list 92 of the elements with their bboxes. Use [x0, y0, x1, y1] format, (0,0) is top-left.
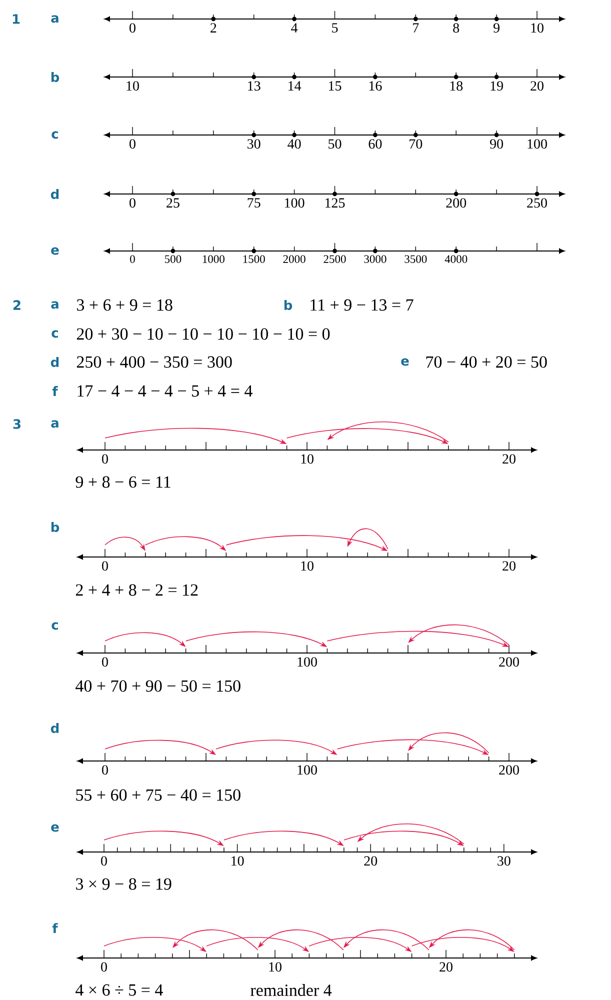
part-letter: b: [51, 72, 60, 82]
part-letter: a: [51, 301, 58, 309]
tick-label: 14: [288, 81, 302, 90]
equation: 3 + 6 + 9 = 18: [77, 299, 172, 311]
tick-label: 100: [298, 657, 317, 667]
tick-label: 0: [101, 962, 107, 972]
equation: 3 × 9 − 8 = 19: [76, 878, 172, 890]
tick-label: 90: [490, 139, 504, 149]
tick-label: 5: [332, 23, 338, 32]
tick-label: 20: [530, 81, 544, 91]
part-letter: d: [50, 356, 59, 368]
part-letter: b: [51, 522, 60, 532]
tick-label: 20: [364, 856, 378, 866]
tick-label: 100: [528, 139, 547, 149]
tick-label: 10: [269, 962, 282, 972]
equation: remainder 4: [250, 984, 332, 996]
tick-label: 30: [498, 856, 510, 866]
part-letter: e: [51, 247, 59, 255]
part-letter: a: [51, 15, 58, 23]
part-letter: c: [52, 622, 58, 630]
part-letter: b: [284, 300, 292, 310]
tick-label: 25: [166, 198, 180, 208]
tick-label: 19: [490, 81, 503, 91]
tick-label: 4: [291, 23, 298, 32]
tick-label: 16: [369, 81, 382, 91]
tick-label: 0: [102, 657, 108, 667]
tick-label: 0: [130, 198, 136, 208]
tick-label: 0: [102, 765, 108, 775]
equation: 55 + 60 + 75 − 40 = 150: [76, 789, 240, 801]
part-letter: d: [50, 188, 59, 200]
question-number: 2: [14, 300, 20, 310]
equation: 4 × 6 ÷ 5 = 4: [76, 984, 163, 996]
tick-label: 200: [446, 198, 466, 208]
tick-label: 10: [531, 23, 544, 33]
tick-label: 20: [502, 561, 516, 571]
tick-label: 18: [450, 81, 463, 91]
tick-label: 1500: [243, 255, 265, 263]
equation: 70 − 40 + 20 = 50: [426, 356, 547, 368]
tick-label: 10: [301, 561, 314, 571]
tick-label: 3500: [404, 255, 427, 263]
tick-label: 40: [288, 139, 301, 149]
tick-label: 1000: [202, 255, 224, 263]
tick-label: 2: [210, 23, 216, 32]
tick-label: 10: [301, 454, 314, 464]
tick-label: 0: [130, 139, 136, 149]
tick-label: 2500: [324, 255, 346, 263]
tick-label: 0: [130, 255, 135, 263]
tick-label: 0: [102, 454, 108, 464]
tick-label: 100: [298, 765, 317, 775]
tick-label: 15: [328, 81, 342, 91]
question-number: 3: [13, 419, 20, 429]
tick-label: 50: [328, 139, 342, 149]
part-letter: d: [50, 722, 59, 734]
equation: 2 + 4 + 8 − 2 = 12: [76, 584, 198, 596]
tick-label: 0: [130, 23, 136, 33]
tick-label: 200: [499, 657, 519, 667]
tick-label: 100: [285, 198, 304, 208]
part-letter: f: [52, 386, 58, 396]
equation: 20 + 30 − 10 − 10 − 10 − 10 − 10 = 0: [76, 328, 330, 340]
tick-label: 8: [453, 23, 460, 33]
tick-label: 10: [232, 856, 244, 866]
equation: 250 + 400 − 350 = 300: [76, 356, 232, 368]
tick-label: 2000: [283, 255, 306, 263]
tick-label: 3000: [364, 255, 386, 263]
tick-label: 20: [502, 454, 516, 464]
tick-label: 0: [101, 856, 107, 866]
part-letter: c: [52, 131, 58, 139]
tick-label: 4000: [444, 255, 468, 263]
tick-label: 10: [126, 81, 139, 91]
tick-label: 500: [165, 255, 182, 263]
part-letter: f: [52, 923, 58, 933]
equation: 17 − 4 − 4 − 4 − 5 + 4 = 4: [78, 385, 252, 397]
tick-label: 250: [527, 198, 547, 208]
part-letter: c: [52, 330, 58, 338]
tick-label: 7: [413, 23, 419, 32]
tick-label: 60: [368, 139, 382, 149]
tick-label: 70: [410, 139, 422, 149]
tick-label: 0: [102, 561, 108, 571]
tick-label: 200: [499, 765, 519, 775]
part-letter: e: [401, 358, 409, 366]
tick-label: 75: [248, 198, 260, 208]
tick-label: 125: [325, 198, 345, 208]
equation: 11 + 9 − 13 = 7: [310, 299, 414, 311]
question-number: 1: [12, 14, 20, 24]
tick-label: 30: [248, 139, 260, 149]
tick-label: 13: [248, 81, 260, 91]
tick-label: 20: [440, 962, 452, 972]
equation: 40 + 70 + 90 − 50 = 150: [76, 680, 240, 692]
part-letter: a: [51, 420, 58, 428]
tick-label: 9: [494, 23, 500, 33]
equation: 9 + 8 − 6 = 11: [76, 476, 170, 488]
part-letter: e: [51, 824, 59, 832]
